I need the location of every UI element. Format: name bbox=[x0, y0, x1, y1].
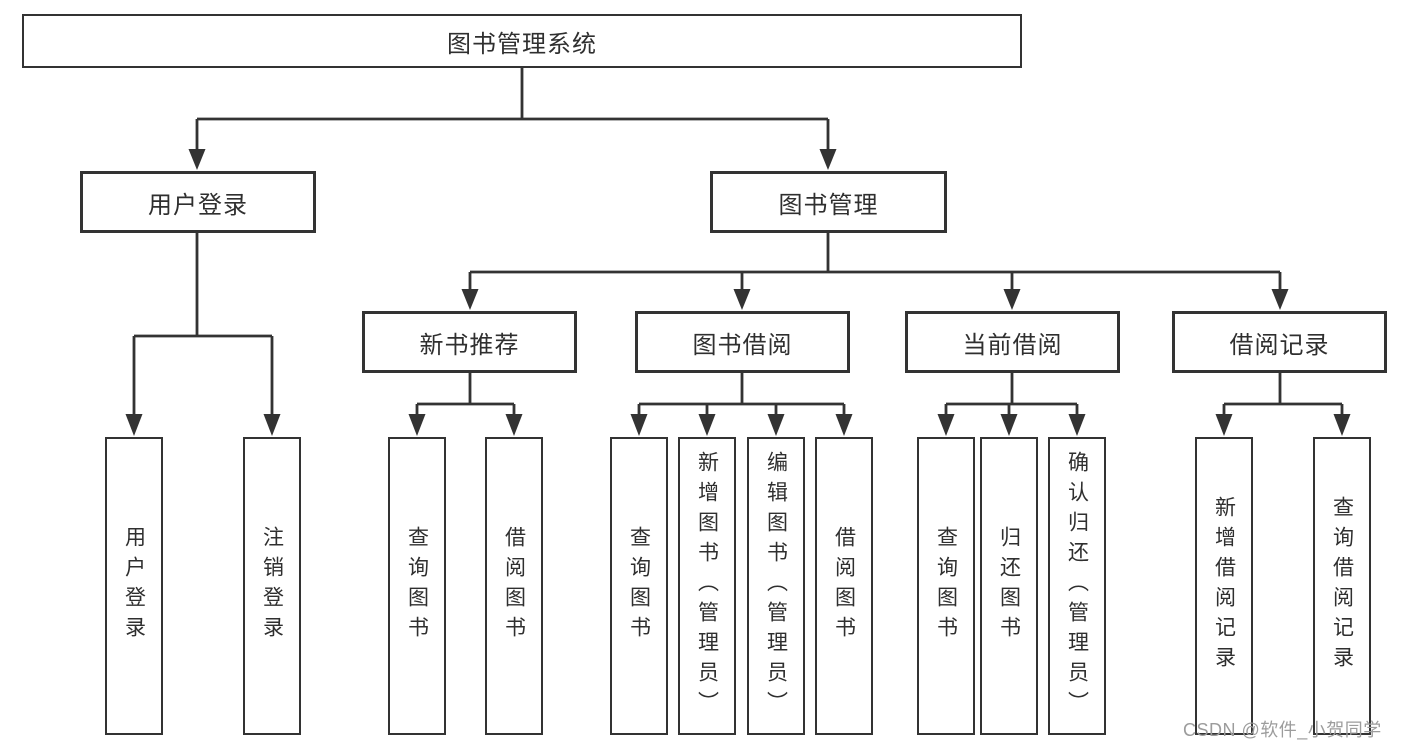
leaf-borrow-books: 借阅图书 bbox=[815, 437, 873, 735]
node-label: 借阅记录 bbox=[1229, 331, 1330, 359]
node-label: 归还图书 bbox=[997, 526, 1021, 646]
leaf-query-borrow-record: 查询借阅记录 bbox=[1313, 437, 1371, 735]
leaf-query-books-current: 查询图书 bbox=[917, 437, 975, 735]
node-user-login: 用户登录 bbox=[80, 171, 316, 233]
leaf-query-books-recommend: 查询图书 bbox=[388, 437, 446, 735]
node-label: 确认归还（管理员） bbox=[1065, 451, 1089, 721]
node-label: 新增图书（管理员） bbox=[695, 451, 719, 721]
node-label: 查询图书 bbox=[627, 526, 651, 646]
node-book-borrow: 图书借阅 bbox=[635, 311, 850, 373]
node-label: 用户登录 bbox=[148, 191, 248, 219]
node-current-borrow: 当前借阅 bbox=[905, 311, 1120, 373]
leaf-return-books: 归还图书 bbox=[980, 437, 1038, 735]
node-label: 当前借阅 bbox=[962, 331, 1063, 359]
leaf-query-books-borrow: 查询图书 bbox=[610, 437, 668, 735]
node-label: 新书推荐 bbox=[419, 331, 520, 359]
node-label: 查询图书 bbox=[934, 526, 958, 646]
node-label: 图书借阅 bbox=[692, 331, 793, 359]
leaf-add-borrow-record: 新增借阅记录 bbox=[1195, 437, 1253, 735]
node-label: 注销登录 bbox=[260, 526, 284, 646]
leaf-logout: 注销登录 bbox=[243, 437, 301, 735]
leaf-user-login: 用户登录 bbox=[105, 437, 163, 735]
node-label: 查询图书 bbox=[405, 526, 429, 646]
leaf-borrow-books-recommend: 借阅图书 bbox=[485, 437, 543, 735]
node-new-book-recommend: 新书推荐 bbox=[362, 311, 577, 373]
node-label: 查询借阅记录 bbox=[1330, 496, 1354, 676]
node-borrow-records: 借阅记录 bbox=[1172, 311, 1387, 373]
leaf-edit-books-admin: 编辑图书（管理员） bbox=[747, 437, 805, 735]
node-library-management-system: 图书管理系统 bbox=[22, 14, 1022, 68]
node-label: 图书管理 bbox=[778, 191, 879, 219]
leaf-add-books-admin: 新增图书（管理员） bbox=[678, 437, 736, 735]
node-label: 新增借阅记录 bbox=[1212, 496, 1236, 676]
node-label: 用户登录 bbox=[122, 526, 146, 646]
leaf-confirm-return-admin: 确认归还（管理员） bbox=[1048, 437, 1106, 735]
node-label: 图书管理系统 bbox=[447, 30, 597, 58]
node-book-management: 图书管理 bbox=[710, 171, 947, 233]
node-label: 借阅图书 bbox=[832, 526, 856, 646]
node-label: 编辑图书（管理员） bbox=[764, 451, 788, 721]
node-label: 借阅图书 bbox=[502, 526, 526, 646]
csdn-watermark: CSDN @软件_小贺同学 bbox=[1183, 720, 1382, 740]
